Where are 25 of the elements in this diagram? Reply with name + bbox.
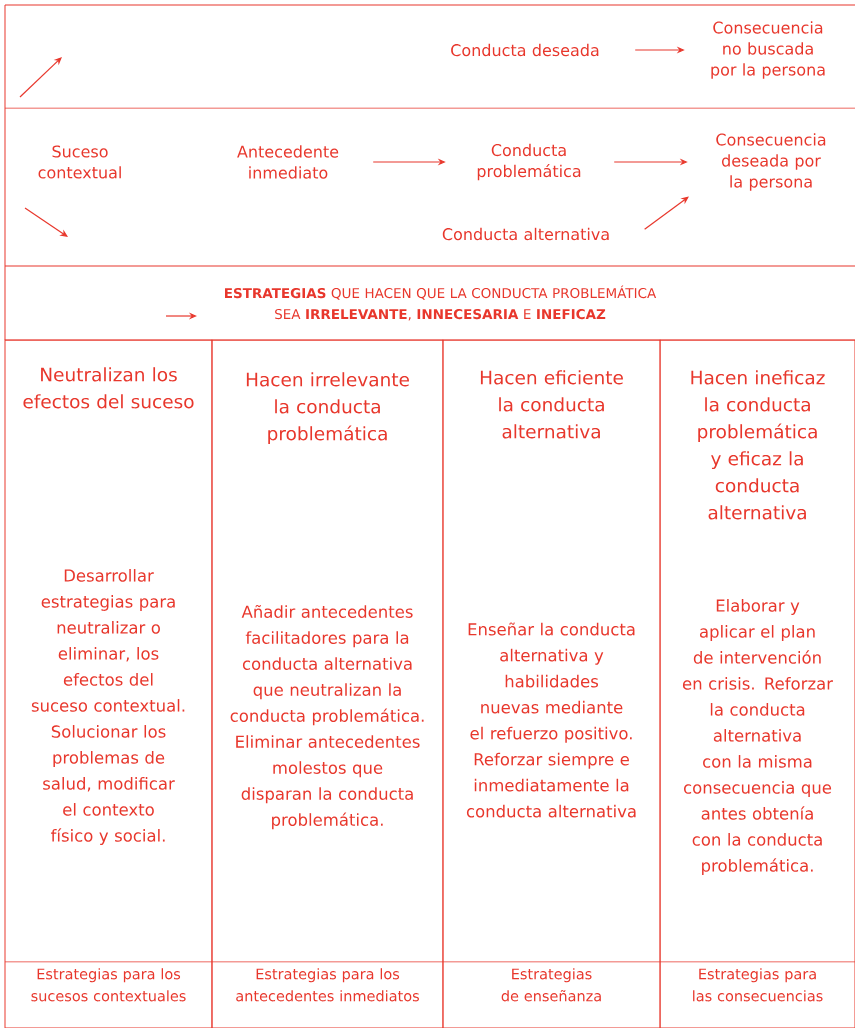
node-text: Consecuencia deseada por la persona bbox=[716, 133, 826, 191]
node-text: Conducta problemática bbox=[477, 143, 581, 181]
table-column bbox=[4, 339, 213, 1028]
table-column bbox=[211, 339, 444, 1028]
column-heading: Hacen eficiente la conducta alternativa bbox=[480, 370, 623, 439]
heading-text: ESTRATEGIAS QUE HACEN QUE LA CONDUCTA PROBLEMÁTICA SEA IRRELEVANTE, INNECESARIA E INEFICAZ bbox=[225, 285, 657, 321]
column-text: Elaborar y aplicar el plan de intervención en crisis. Reforzar la conducta alternativa con la misma consecuencia que antes obtenía con la conducta problemática. bbox=[682, 599, 833, 875]
column-heading: Hacen irrelevante la conducta problemática bbox=[246, 372, 409, 445]
column-footer: Estrategias de enseñanza bbox=[501, 968, 601, 1002]
column-text: Desarrollar estrategias para neutralizar o eliminar, los efectos del suceso contextual. Solucionar los problemas de salud, modificar el contexto físico y social. bbox=[31, 569, 185, 845]
node-text: Consecuencia no buscada por la persona bbox=[711, 21, 825, 79]
table-column bbox=[659, 339, 855, 1028]
column-heading: Hacen ineficaz la conducta problemática y eficaz la conducta alternativa bbox=[691, 370, 825, 520]
node-text: Antecedente inmediato bbox=[237, 145, 339, 179]
column-heading: Neutralizan los efectos del suceso bbox=[23, 367, 194, 409]
node-text: Suceso contextual bbox=[38, 145, 121, 179]
node-text: Conducta alternativa bbox=[442, 227, 609, 241]
table-column bbox=[442, 339, 661, 1028]
column-text: Añadir antecedentes facilitadores para la conducta alternativa que neutralizan la conducta problemática. Eliminar antecedentes molestos que disparan la conducta problemática. bbox=[230, 604, 424, 830]
arrow bbox=[644, 196, 689, 230]
column-footer: Estrategias para los sucesos contextuales bbox=[31, 968, 186, 1002]
node-text: Conducta deseada bbox=[451, 43, 599, 57]
column-footer: Estrategias para los antecedentes inmediatos bbox=[236, 968, 419, 1002]
column-footer: Estrategias para las consecuencias bbox=[693, 968, 823, 1002]
column-text: Enseñar la conducta alternativa y habilidades nuevas mediante el refuerzo positivo. Reforzar siempre e inmediatamente la conducta alternativa bbox=[466, 622, 636, 818]
